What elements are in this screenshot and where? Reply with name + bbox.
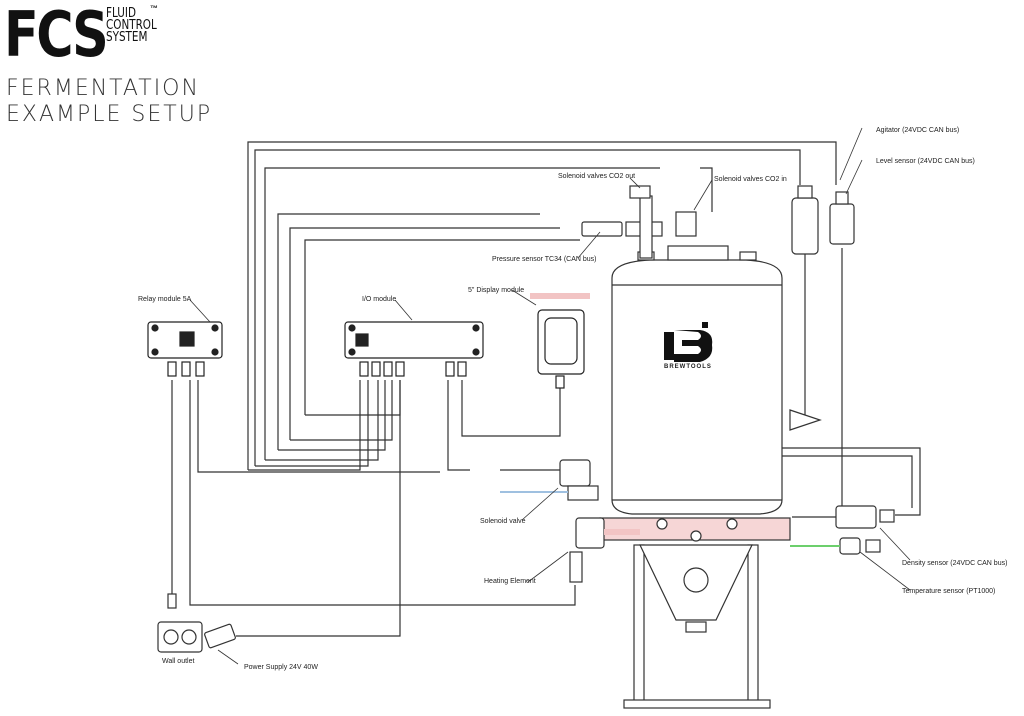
agitator-cable: [247, 141, 837, 470]
co2-out-cable: [264, 167, 660, 460]
io-module-label: I/O module: [362, 296, 397, 303]
brewtools-logo: [664, 322, 713, 362]
relay-module: [147, 321, 223, 377]
co2-out-cable-2: [277, 213, 540, 450]
co2-in-cable: [700, 167, 713, 212]
temperature-sensor: [790, 537, 881, 555]
display-module: [537, 309, 585, 389]
heating-element-label: Heating Element: [484, 578, 536, 585]
pressure-sensor-label: Pressure sensor TC34 (CAN bus): [492, 256, 597, 263]
logo-line-fluid: FLUID: [106, 6, 136, 21]
power-supply: [204, 623, 236, 649]
power-cable: [236, 380, 401, 637]
fermentation-tank: [599, 245, 791, 709]
display-cable: [461, 380, 561, 437]
power-supply-label: Power Supply 24V 40W: [244, 664, 318, 671]
io-module: [344, 321, 484, 377]
level-sensor: [829, 191, 855, 245]
solenoid-cable: [447, 380, 470, 471]
pressure-assembly: [581, 185, 697, 259]
pressure-cable: [289, 227, 560, 440]
solenoid-valve: [500, 459, 599, 501]
logo-line-control: CONTROL: [106, 18, 157, 33]
pressure-cable-2: [304, 239, 580, 415]
display-module-label: 5" Display module: [468, 287, 525, 294]
co2-out-label: Solenoid valves CO2 out: [558, 173, 636, 180]
agitator: [789, 185, 822, 431]
level-sensor-label: Level sensor (24VDC CAN bus): [876, 158, 975, 165]
logo-line-system: SYSTEM: [106, 30, 148, 45]
density-sensor-label: Density sensor (24VDC CAN bus): [902, 560, 1008, 567]
solenoid-valve-label: Solenoid valve: [480, 518, 526, 525]
wall-outlet-label: Wall outlet: [162, 658, 195, 665]
title-line-2: EXAMPLE SETUP: [6, 102, 213, 127]
fcs-logo: FCS: [4, 0, 109, 71]
trademark-symbol: ™: [150, 4, 158, 13]
wall-outlet: [157, 593, 203, 653]
heating-element: [569, 517, 640, 583]
agitator-label: Agitator (24VDC CAN bus): [876, 127, 960, 134]
heating-cable: [189, 380, 576, 606]
fcs-logo-text: FLUID CONTROL SYSTEM: [106, 6, 157, 45]
co2-in-label: Solenoid valves CO2 in: [714, 176, 787, 183]
title-line-1: FERMENTATION: [6, 76, 200, 101]
temperature-sensor-label: Temperature sensor (PT1000): [902, 588, 996, 595]
level-cable: [254, 149, 801, 466]
density-sensor: [792, 505, 895, 529]
tank-brand-text: BREWTOOLS: [664, 364, 712, 370]
relay-module-label: Relay module 5A: [138, 296, 192, 303]
